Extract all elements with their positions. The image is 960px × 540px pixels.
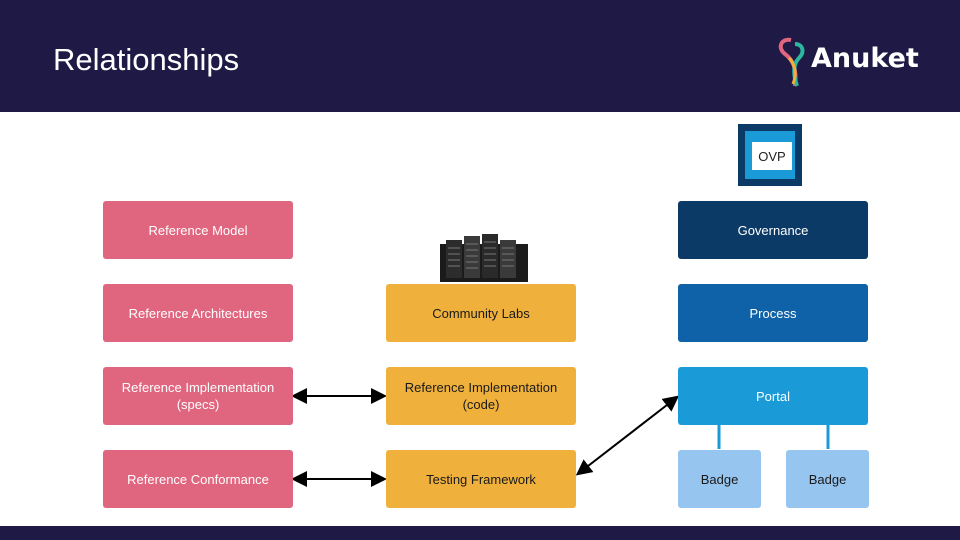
server-rack-icon: [440, 234, 528, 282]
anuket-logo: Anuket: [775, 34, 925, 88]
testing-portal-arrow: [575, 395, 680, 476]
slide-header: Relationships Anuket: [0, 0, 960, 112]
reference-conformance-box: Reference Conformance: [103, 450, 293, 508]
reference-implementation-specs-box: Reference Implementation (specs): [103, 367, 293, 425]
badge-box-2: Badge: [786, 450, 869, 508]
badge-box-1: Badge: [678, 450, 761, 508]
process-box: Process: [678, 284, 868, 342]
testing-framework-box: Testing Framework: [386, 450, 576, 508]
ovp-label: OVP: [752, 142, 792, 170]
reference-implementation-code-box: Reference Implementation (code): [386, 367, 576, 425]
community-labs-box: Community Labs: [386, 284, 576, 342]
reference-model-box: Reference Model: [103, 201, 293, 259]
anuket-logo-icon: [778, 37, 805, 87]
portal-box: Portal: [678, 367, 868, 425]
reference-architectures-box: Reference Architectures: [103, 284, 293, 342]
logo-text: Anuket: [811, 43, 919, 74]
slide-title: Relationships: [53, 42, 240, 77]
slide-footer: [0, 526, 960, 540]
governance-box: Governance: [678, 201, 868, 259]
